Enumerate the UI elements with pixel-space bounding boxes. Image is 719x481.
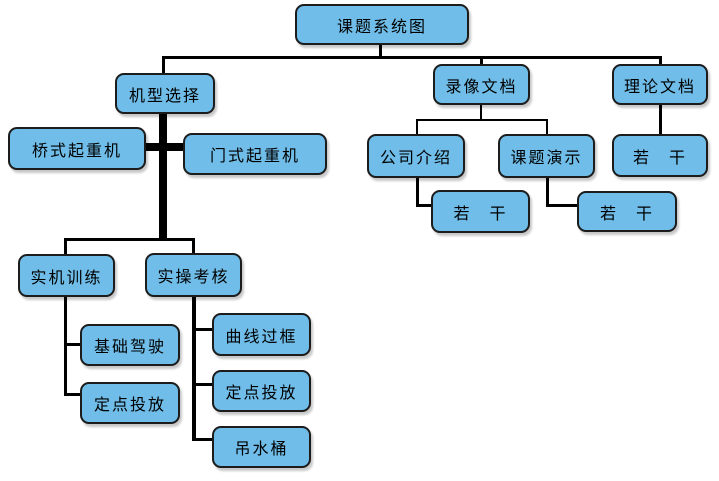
connector-to-curve-frame [192, 328, 213, 331]
connector-company-items-horizontal [416, 204, 432, 207]
node-theory-items: 若 干 [612, 134, 708, 177]
connector-real-training-trunk [64, 297, 67, 396]
connector-training-exam-horizontal [64, 238, 195, 241]
connector-demo-items-horizontal [546, 204, 578, 207]
connector-to-spot-drop-exam [192, 383, 213, 386]
node-water-bucket: 吊水桶 [212, 426, 311, 468]
connector-to-real-training [64, 238, 67, 255]
connector-model-selection-trunk [159, 114, 167, 241]
node-real-training: 实机训练 [18, 254, 115, 297]
node-curve-frame: 曲线过框 [212, 313, 311, 356]
connector-to-company-intro [416, 119, 418, 135]
connector-to-theory-docs [659, 56, 662, 65]
connector-video-split-horizontal [416, 119, 548, 121]
node-gantry-crane: 门式起重机 [183, 133, 327, 175]
connector-to-project-demo [546, 119, 548, 135]
connector-theory-to-items [659, 105, 662, 135]
connector-root-down [379, 45, 382, 58]
connector-crane-cross [145, 143, 184, 151]
node-spot-drop-training: 定点投放 [80, 382, 180, 424]
node-company-intro: 公司介绍 [367, 134, 465, 178]
connector-video-docs-down [480, 105, 482, 121]
node-spot-drop-exam: 定点投放 [212, 370, 311, 412]
connector-to-basic-driving [64, 343, 81, 346]
connector-company-intro-down [416, 178, 419, 206]
node-root: 课题系统图 [295, 4, 469, 45]
node-bridge-crane: 桥式起重机 [8, 127, 146, 170]
node-model-selection: 机型选择 [115, 73, 215, 114]
node-basic-driving: 基础驾驶 [80, 324, 180, 366]
connector-level1-horizontal [162, 56, 662, 59]
node-company-items: 若 干 [431, 190, 530, 233]
connector-project-demo-down [546, 178, 549, 206]
connector-practical-exam-trunk [192, 297, 196, 441]
connector-to-video-docs [480, 56, 483, 65]
connector-to-water-bucket [192, 438, 213, 441]
node-theory-docs: 理论文档 [612, 64, 708, 105]
connector-to-spot-drop-training [64, 393, 81, 396]
connector-to-model-selection [162, 56, 165, 74]
connector-to-practical-exam [192, 238, 195, 254]
node-demo-items: 若 干 [577, 191, 677, 232]
node-project-demo: 课题演示 [498, 134, 595, 178]
node-video-docs: 录像文档 [433, 64, 530, 105]
node-practical-exam: 实操考核 [145, 253, 242, 297]
